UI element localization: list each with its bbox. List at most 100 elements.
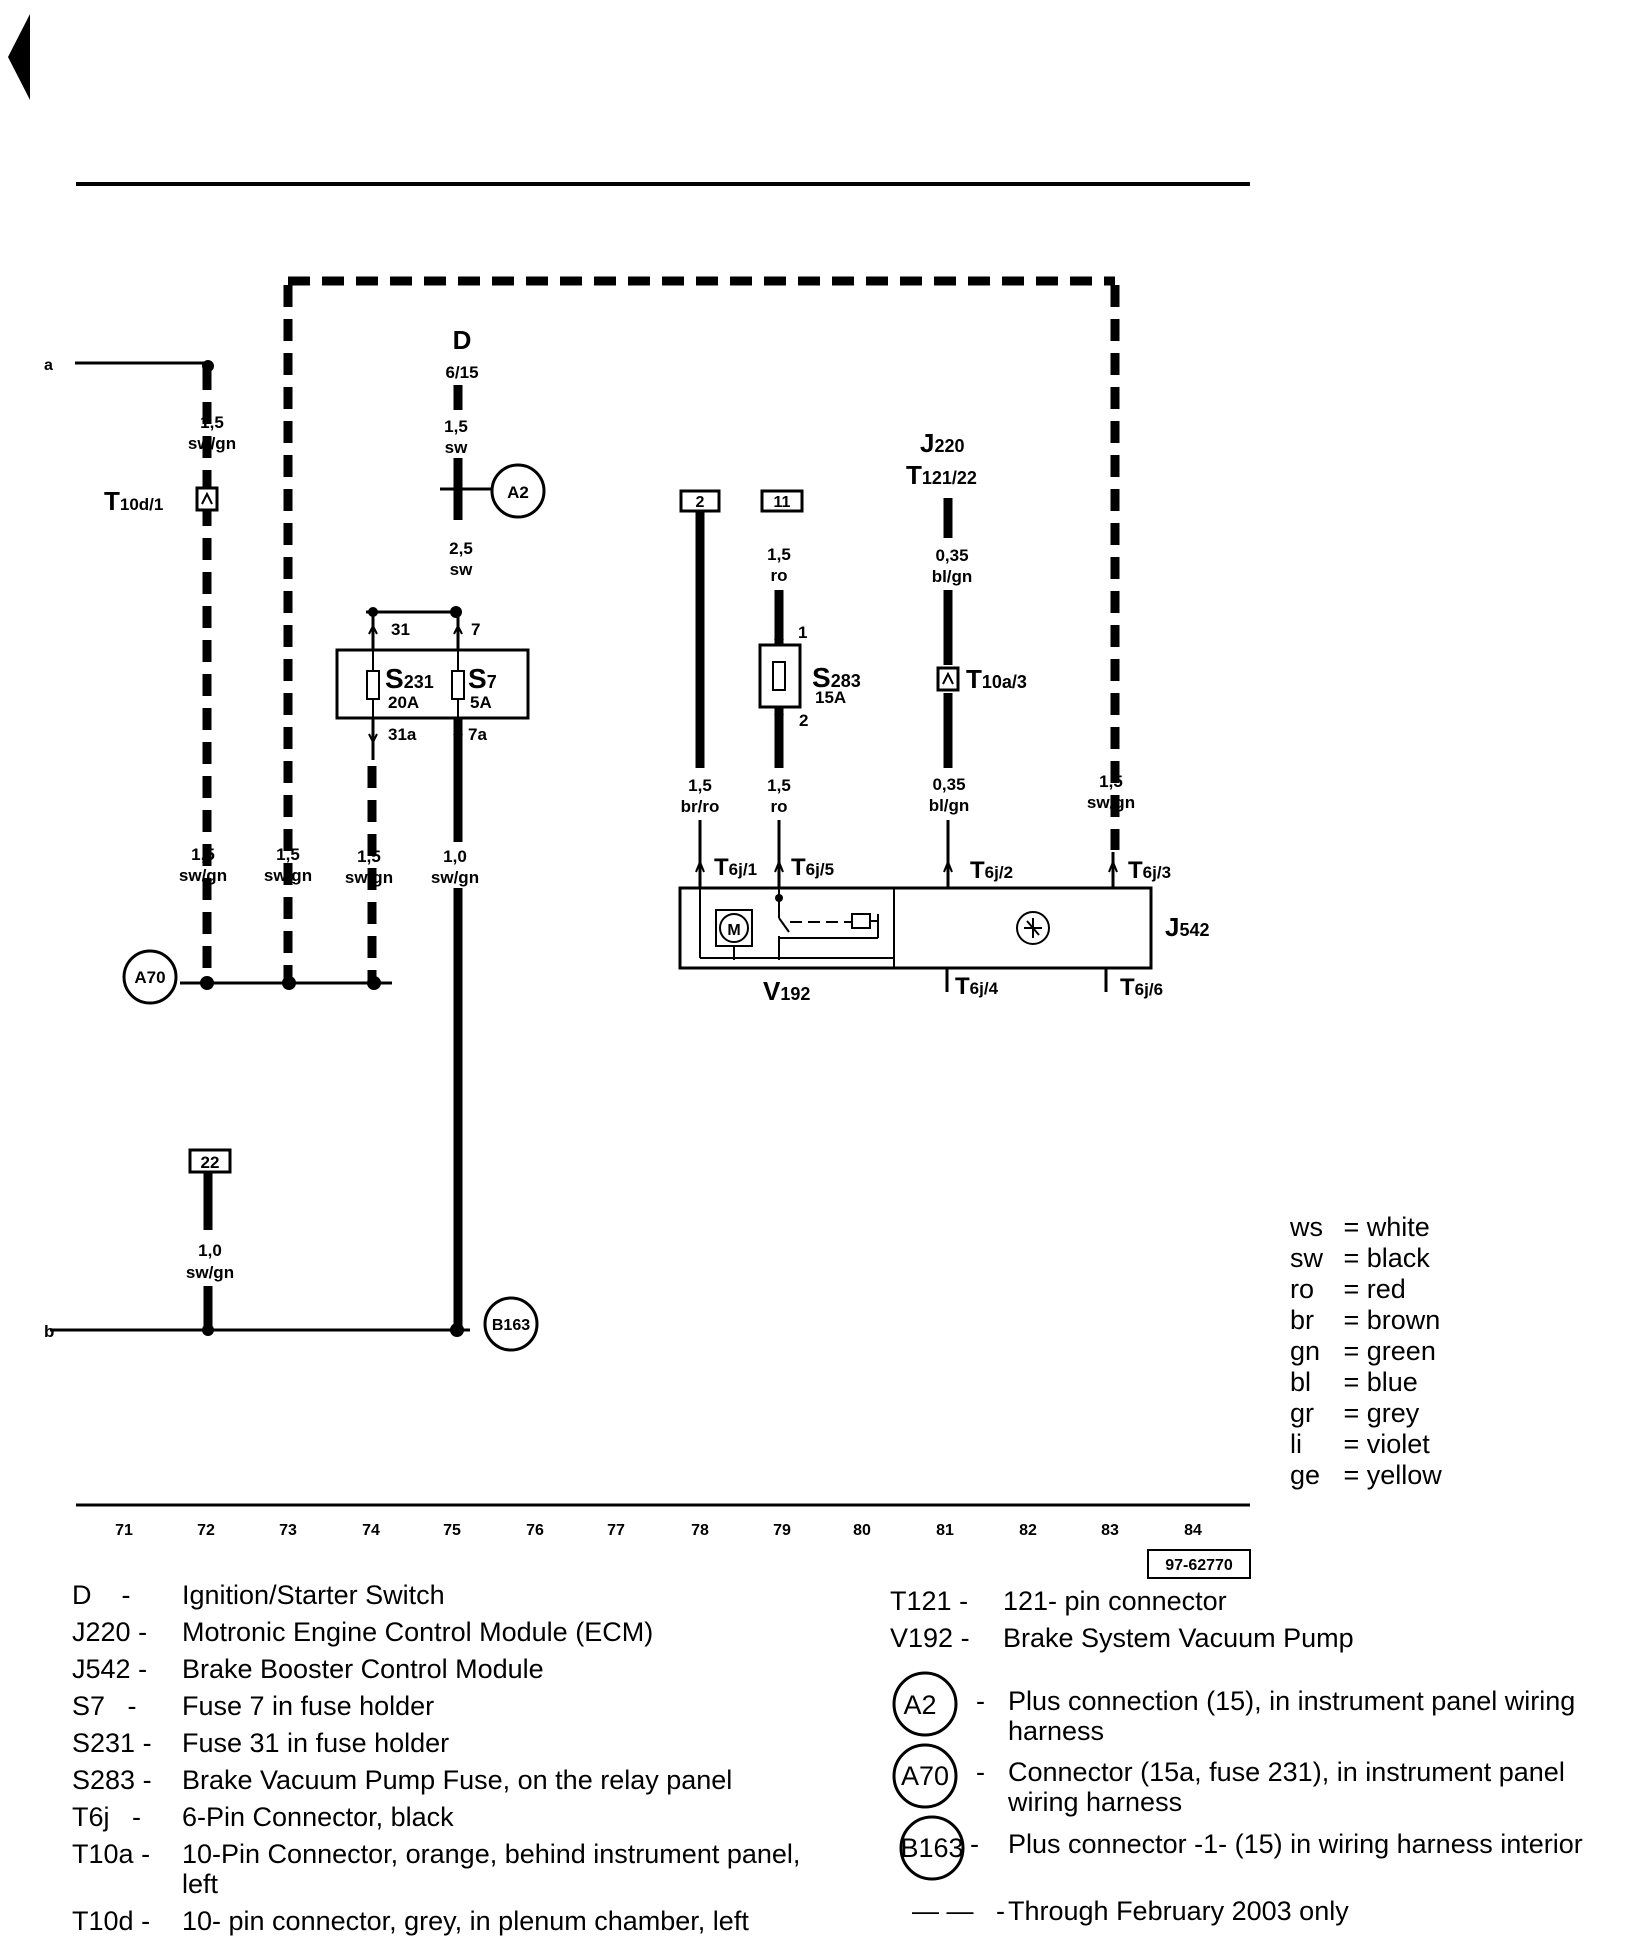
w72-low-color: sw/gn bbox=[186, 1263, 234, 1282]
svg-text:78: 78 bbox=[691, 1522, 709, 1539]
S7-rating: 5A bbox=[470, 693, 492, 712]
ref-box-11 bbox=[760, 489, 804, 513]
T6j5-label: T6j/5 bbox=[791, 854, 834, 881]
color-code-item: ge = yellow bbox=[1290, 1460, 1442, 1490]
legend-item: J220 -Motronic Engine Control Module (EC… bbox=[72, 1617, 654, 1647]
color-code-item: li = violet bbox=[1290, 1429, 1430, 1459]
J220-label: J220 bbox=[920, 428, 965, 458]
legend-right: T121 -121- pin connector V192 -Brake Sys… bbox=[890, 1586, 1630, 1653]
w74-color: sw/gn bbox=[345, 868, 393, 887]
svg-text:A2: A2 bbox=[903, 1690, 936, 1720]
w83-gauge: 1,5 bbox=[1099, 772, 1123, 791]
svg-text:74: 74 bbox=[362, 1522, 380, 1539]
svg-text:A70: A70 bbox=[134, 968, 165, 987]
w78-color: br/ro bbox=[681, 797, 720, 816]
svg-text:73: 73 bbox=[279, 1522, 297, 1539]
svg-text:82: 82 bbox=[1019, 1522, 1037, 1539]
w72-low-gauge: 1,0 bbox=[198, 1241, 222, 1260]
w75-mid-gauge: 2,5 bbox=[449, 539, 473, 558]
figure-id-box bbox=[1147, 1549, 1251, 1579]
w75-top-color: sw bbox=[445, 438, 468, 457]
color-code-item: sw = black bbox=[1290, 1243, 1430, 1273]
wire-b-label: b bbox=[44, 1322, 54, 1341]
dashed-frame bbox=[202, 276, 1120, 980]
T6j1-label: T6j/1 bbox=[714, 854, 757, 881]
S7-pin-in: 7 bbox=[471, 620, 480, 639]
T6j4-label: T6j/4 bbox=[955, 973, 999, 1000]
D-pin-label: 6/15 bbox=[445, 363, 478, 382]
V192-J542-module bbox=[678, 886, 1153, 970]
A70-connection bbox=[122, 949, 178, 1005]
w75-mid-color: sw bbox=[450, 560, 473, 579]
w75-top-gauge: 1,5 bbox=[444, 417, 468, 436]
svg-text:71: 71 bbox=[115, 1522, 133, 1539]
T10d1-label: T10d/1 bbox=[104, 486, 163, 516]
svg-text:2: 2 bbox=[696, 494, 705, 511]
svg-text:11: 11 bbox=[774, 494, 791, 511]
legend-A2-circle bbox=[892, 1671, 958, 1737]
track-numbers: 71 72 73 74 75 76 77 78 79 80 81 82 83 8… bbox=[115, 1522, 1202, 1539]
motor-icon: M bbox=[727, 922, 740, 939]
legend-circle-item: -Plus connector -1- (15) in wiring harne… bbox=[970, 1829, 1583, 1859]
A2-connection bbox=[490, 463, 546, 519]
legend-item: T121 -121- pin connector bbox=[890, 1586, 1227, 1616]
w79-bottom-gauge: 1,5 bbox=[767, 776, 791, 795]
svg-text:A70: A70 bbox=[901, 1761, 949, 1791]
w72-bottom-gauge: 1,5 bbox=[191, 845, 215, 864]
w81-bottom-gauge: 0,35 bbox=[932, 775, 965, 794]
legend-A70-circle bbox=[892, 1743, 958, 1809]
S231-pin-out: 31a bbox=[388, 725, 417, 744]
w81-bottom-color: bl/gn bbox=[929, 796, 970, 815]
S231-rating: 20A bbox=[388, 693, 419, 712]
color-code-item: bl = blue bbox=[1290, 1367, 1418, 1397]
w75-bottom-color: sw/gn bbox=[431, 868, 479, 887]
svg-text:A2: A2 bbox=[507, 483, 529, 502]
T10a3-label: T10a/3 bbox=[966, 664, 1027, 694]
legend-dashed-item: — — -Through February 2003 only bbox=[912, 1896, 1349, 1926]
D-label: D bbox=[453, 325, 472, 355]
S231-pin-in: 31 bbox=[391, 620, 410, 639]
w81-top-gauge: 0,35 bbox=[935, 546, 968, 565]
color-code-list: ws = white sw = black ro = red br = brow… bbox=[1290, 1212, 1442, 1491]
J220-pin-label: T121/22 bbox=[906, 460, 977, 490]
legend-item: S7 -Fuse 7 in fuse holder bbox=[72, 1691, 435, 1721]
color-code-item: ro = red bbox=[1290, 1274, 1406, 1304]
figure-id: 97-62770 bbox=[1165, 1557, 1233, 1574]
w79-top-color: ro bbox=[771, 566, 788, 585]
color-code-item: br = brown bbox=[1290, 1305, 1441, 1335]
legend-left: D -Ignition/Starter Switch J220 -Motroni… bbox=[72, 1580, 832, 1943]
w72-top-gauge: 1,5 bbox=[200, 413, 224, 432]
svg-text:80: 80 bbox=[853, 1522, 871, 1539]
S283-rating: 15A bbox=[815, 688, 846, 707]
back-arrow-icon[interactable] bbox=[8, 14, 30, 100]
S283-pin-in: 1 bbox=[798, 623, 807, 642]
svg-text:22: 22 bbox=[201, 1153, 220, 1172]
S7-pin-out: 7a bbox=[468, 725, 487, 744]
svg-text:B163: B163 bbox=[492, 1317, 530, 1334]
T6j3-label: T6j/3 bbox=[1128, 857, 1171, 884]
svg-text:83: 83 bbox=[1101, 1522, 1119, 1539]
T6j2-label: T6j/2 bbox=[970, 857, 1013, 884]
legend-item: S231 -Fuse 31 in fuse holder bbox=[72, 1728, 450, 1758]
svg-text:81: 81 bbox=[936, 1522, 954, 1539]
w74-gauge: 1,5 bbox=[357, 847, 381, 866]
legend-item: V192 -Brake System Vacuum Pump bbox=[890, 1623, 1354, 1653]
w72-bottom-color: sw/gn bbox=[179, 866, 227, 885]
J542-label: J542 bbox=[1165, 912, 1210, 942]
S7-label: S7 bbox=[468, 663, 497, 694]
w83-color: sw/gn bbox=[1087, 793, 1135, 812]
color-code-item: gn = green bbox=[1290, 1336, 1436, 1366]
V192-label: V192 bbox=[763, 976, 810, 1006]
S283-label: S283 bbox=[812, 662, 861, 693]
w79-bottom-color: ro bbox=[771, 797, 788, 816]
w72-top-color: sw/gn bbox=[188, 434, 236, 453]
svg-text:77: 77 bbox=[607, 1522, 625, 1539]
legend-item: T10a -10-Pin Connector, orange, behind i… bbox=[72, 1839, 801, 1899]
svg-text:B163: B163 bbox=[900, 1833, 963, 1863]
legend-B163-circle bbox=[899, 1815, 965, 1881]
legend-item: S283 -Brake Vacuum Pump Fuse, on the rel… bbox=[72, 1765, 733, 1795]
S283-pin-out: 2 bbox=[799, 711, 808, 730]
legend-circle-item: - Connector (15a, fuse 231), in instrume… bbox=[976, 1757, 1565, 1817]
w79-top-gauge: 1,5 bbox=[767, 545, 791, 564]
